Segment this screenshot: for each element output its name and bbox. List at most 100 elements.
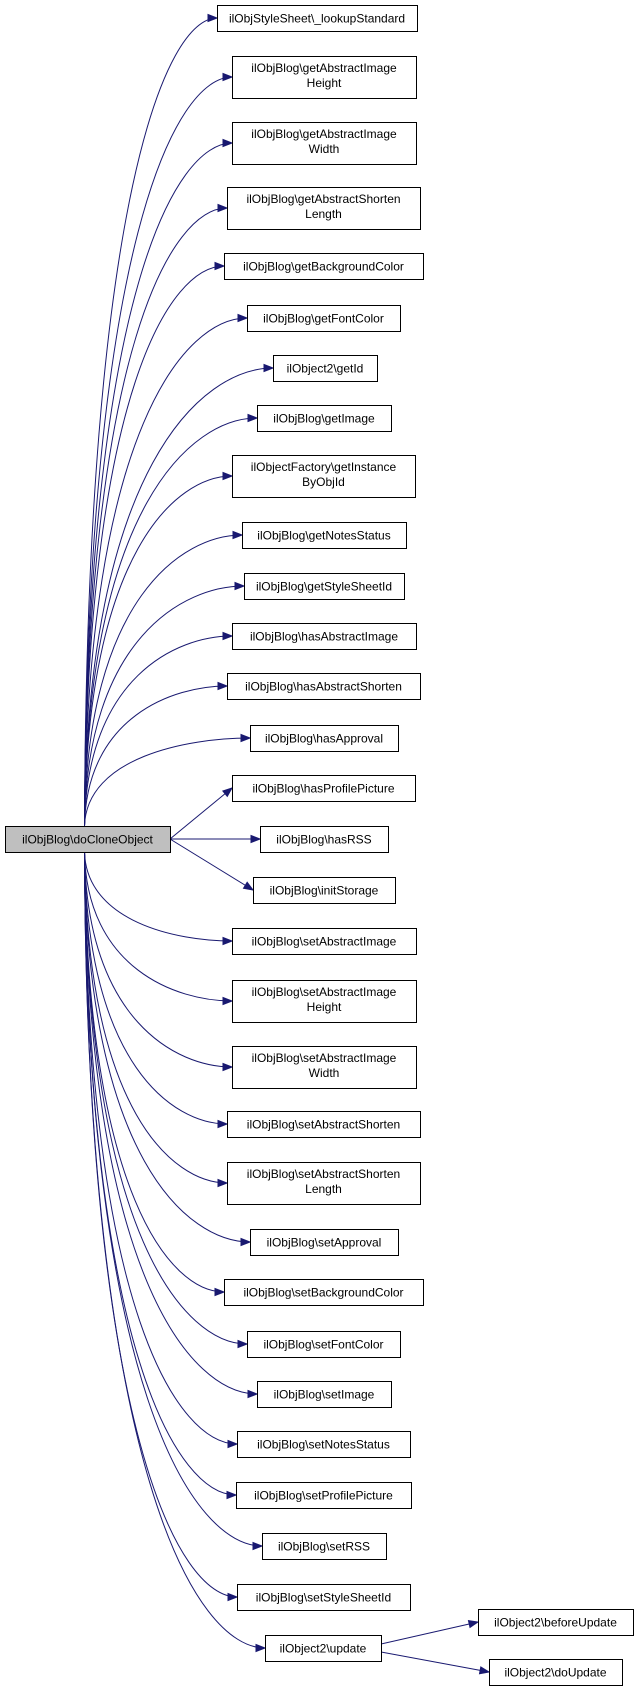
node-box bbox=[237, 1431, 411, 1458]
arrowhead bbox=[263, 363, 275, 373]
edge-line bbox=[84, 851, 233, 1068]
call-edge bbox=[84, 851, 259, 1399]
edge-line bbox=[84, 851, 228, 1125]
edge-line bbox=[84, 417, 258, 827]
arrowhead bbox=[221, 787, 234, 798]
node-label: Length bbox=[305, 207, 342, 221]
arrowhead bbox=[467, 1619, 480, 1629]
call-edge bbox=[84, 851, 249, 1349]
node-label: ilObjBlog\setImage bbox=[274, 1388, 375, 1402]
node-box bbox=[247, 1331, 401, 1358]
callee-node[interactable]: ilObjBlog\initStorage bbox=[253, 877, 396, 904]
call-edge bbox=[84, 851, 234, 946]
edge-line bbox=[169, 838, 254, 891]
node-box bbox=[489, 1659, 623, 1686]
root-node-doCloneObject[interactable]: ilObjBlog\doCloneObject bbox=[5, 826, 171, 853]
arrowhead bbox=[478, 1666, 491, 1675]
edge-line bbox=[84, 851, 233, 1002]
arrowhead bbox=[240, 733, 252, 743]
node-label: ilObjBlog\getFontColor bbox=[263, 312, 384, 326]
callee-node[interactable]: ilObjBlog\setFontColor bbox=[247, 1331, 401, 1358]
arrowhead bbox=[222, 72, 234, 82]
callee-node[interactable]: ilObjBlog\hasProfilePicture bbox=[232, 775, 416, 802]
edge-line bbox=[84, 851, 237, 1496]
callee-node[interactable]: ilObjStyleSheet\_lookupStandard bbox=[217, 5, 418, 32]
call-edge bbox=[84, 851, 226, 1297]
callee-node[interactable]: ilObjBlog\hasAbstractShorten bbox=[227, 673, 421, 700]
arrowhead bbox=[237, 313, 249, 323]
edge-line bbox=[84, 367, 274, 827]
subcallee-node[interactable]: ilObject2\doUpdate bbox=[489, 1659, 623, 1686]
node-label: ilObjBlog\initStorage bbox=[270, 884, 379, 898]
arrowhead bbox=[214, 261, 226, 271]
callee-node[interactable]: ilObjBlog\setApproval bbox=[250, 1229, 399, 1256]
node-box bbox=[250, 725, 399, 752]
node-box bbox=[232, 455, 416, 498]
node-label: Height bbox=[307, 1000, 342, 1014]
node-label: ilObject2\doUpdate bbox=[504, 1666, 606, 1680]
node-label: ilObjBlog\hasAbstractImage bbox=[250, 630, 398, 644]
node-label: ilObjBlog\setNotesStatus bbox=[257, 1438, 390, 1452]
node-label: Length bbox=[305, 1182, 342, 1196]
node-label: Width bbox=[309, 1066, 340, 1080]
call-edge bbox=[84, 851, 234, 1006]
edge-line bbox=[84, 737, 251, 827]
callee-node[interactable]: ilObjBlog\getNotesStatus bbox=[242, 522, 407, 549]
edge-line bbox=[84, 76, 233, 827]
callee-node[interactable]: ilObject2\update bbox=[265, 1635, 382, 1662]
node-box bbox=[253, 877, 396, 904]
edge-line bbox=[84, 851, 251, 1243]
callee-node[interactable]: ilObjBlog\getImage bbox=[257, 405, 392, 432]
node-box bbox=[232, 980, 417, 1023]
edge-line bbox=[380, 1621, 479, 1645]
call-edge bbox=[84, 851, 239, 1449]
node-label: ilObjBlog\doCloneObject bbox=[22, 833, 153, 847]
call-edge bbox=[84, 681, 229, 827]
callee-node[interactable]: ilObjBlog\hasRSS bbox=[260, 826, 389, 853]
edge-line bbox=[84, 17, 218, 827]
edge-line bbox=[84, 851, 225, 1293]
callee-node[interactable]: ilObjBlog\setImage bbox=[257, 1381, 392, 1408]
callee-node[interactable]: ilObjBlog\setProfilePicture bbox=[236, 1482, 412, 1509]
callee-node[interactable]: ilObjBlog\getBackgroundColor bbox=[224, 253, 424, 280]
edge-line bbox=[84, 317, 248, 827]
callee-node[interactable]: ilObjBlog\setRSS bbox=[262, 1533, 387, 1560]
node-label: Width bbox=[309, 142, 340, 156]
edge-line bbox=[84, 851, 228, 1184]
callee-node[interactable]: ilObjBlog\hasApproval bbox=[250, 725, 399, 752]
node-label: ilObjBlog\hasProfilePicture bbox=[252, 782, 394, 796]
arrowhead bbox=[217, 1119, 229, 1129]
node-box bbox=[242, 522, 407, 549]
subcallee-node[interactable]: ilObject2\beforeUpdate bbox=[478, 1609, 634, 1636]
callee-node[interactable]: ilObjBlog\setAbstractShorten bbox=[227, 1111, 421, 1138]
node-box bbox=[217, 5, 418, 32]
callee-node[interactable]: ilObjBlog\setStyleSheetId bbox=[237, 1584, 411, 1611]
node-label: ilObject2\update bbox=[280, 1642, 367, 1656]
callee-node[interactable]: ilObject2\getId bbox=[273, 355, 378, 382]
node-box bbox=[227, 673, 421, 700]
edge-line bbox=[380, 1651, 490, 1673]
callee-node[interactable]: ilObjBlog\getStyleSheetId bbox=[244, 573, 405, 600]
edge-line bbox=[84, 851, 266, 1649]
callee-node[interactable]: ilObjBlog\setBackgroundColor bbox=[224, 1279, 424, 1306]
arrowhead bbox=[222, 996, 234, 1006]
node-label: ilObjStyleSheet\_lookupStandard bbox=[229, 12, 405, 26]
callee-node[interactable]: ilObjBlog\hasAbstractImage bbox=[232, 623, 417, 650]
edge-line bbox=[84, 851, 238, 1598]
callee-node[interactable]: ilObjBlog\setNotesStatus bbox=[237, 1431, 411, 1458]
call-edge bbox=[84, 138, 234, 827]
callee-node[interactable]: ilObjBlog\getFontColor bbox=[247, 305, 401, 332]
edge-line bbox=[169, 787, 233, 840]
callee-node[interactable]: ilObjBlog\setAbstractImage bbox=[232, 928, 417, 955]
call-edge bbox=[84, 851, 229, 1188]
node-label: ilObjBlog\setRSS bbox=[278, 1540, 370, 1554]
edge-line bbox=[84, 142, 233, 827]
node-label: ByObjId bbox=[302, 475, 345, 489]
